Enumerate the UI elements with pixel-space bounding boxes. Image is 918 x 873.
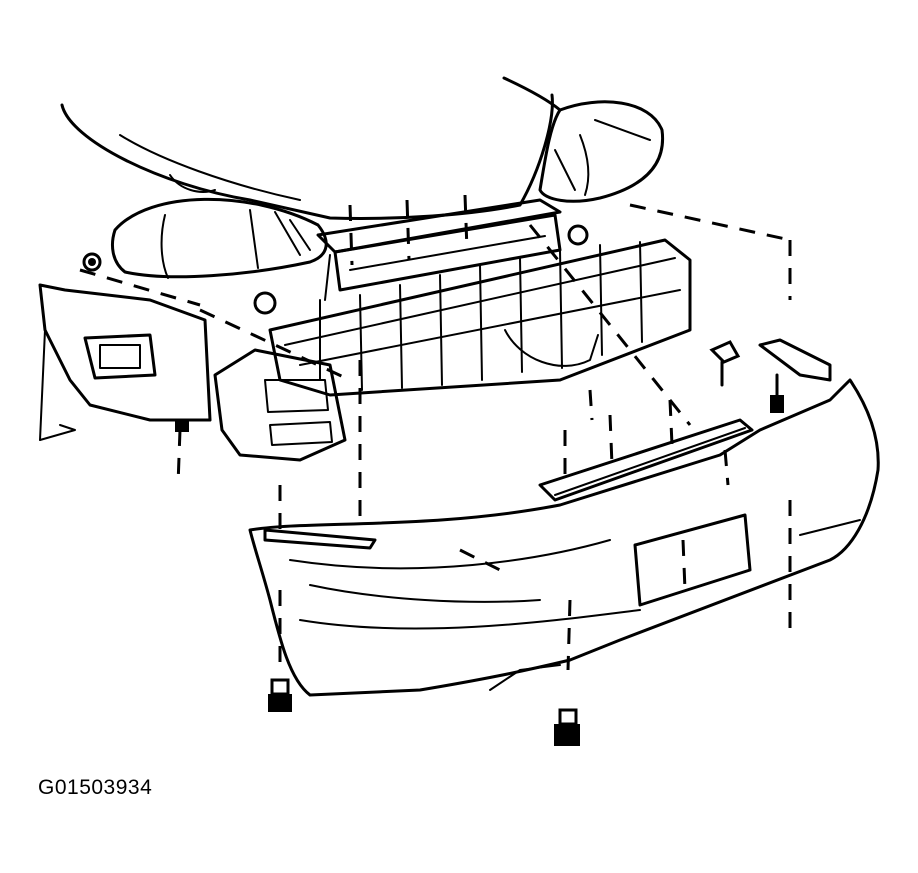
center-lower-bolt-icon bbox=[554, 708, 580, 746]
left-upper-bolt-icon bbox=[82, 252, 102, 272]
left-quarter-panel bbox=[38, 283, 212, 441]
trunk-lid bbox=[60, 76, 562, 220]
right-bumper-guide bbox=[758, 338, 832, 382]
left-bumper-bracket bbox=[213, 348, 347, 462]
left-lower-bolt-icon bbox=[268, 678, 292, 712]
right-tail-lamp bbox=[538, 100, 665, 203]
rear-body-panel bbox=[316, 198, 562, 301]
left-side-clip-icon bbox=[253, 291, 277, 315]
bracket-nut-icon bbox=[175, 420, 189, 432]
leader-lines bbox=[79, 194, 792, 671]
energy-absorber bbox=[268, 238, 692, 397]
fasteners bbox=[82, 224, 784, 746]
figure-id-label: G01503934 bbox=[38, 776, 153, 799]
right-upper-bolt-icon bbox=[770, 373, 784, 413]
left-tail-lamp bbox=[111, 197, 328, 279]
right-side-nut-icon bbox=[567, 224, 589, 246]
rear-bumper-fascia bbox=[248, 378, 880, 697]
upper-push-pin-icon bbox=[709, 340, 741, 387]
